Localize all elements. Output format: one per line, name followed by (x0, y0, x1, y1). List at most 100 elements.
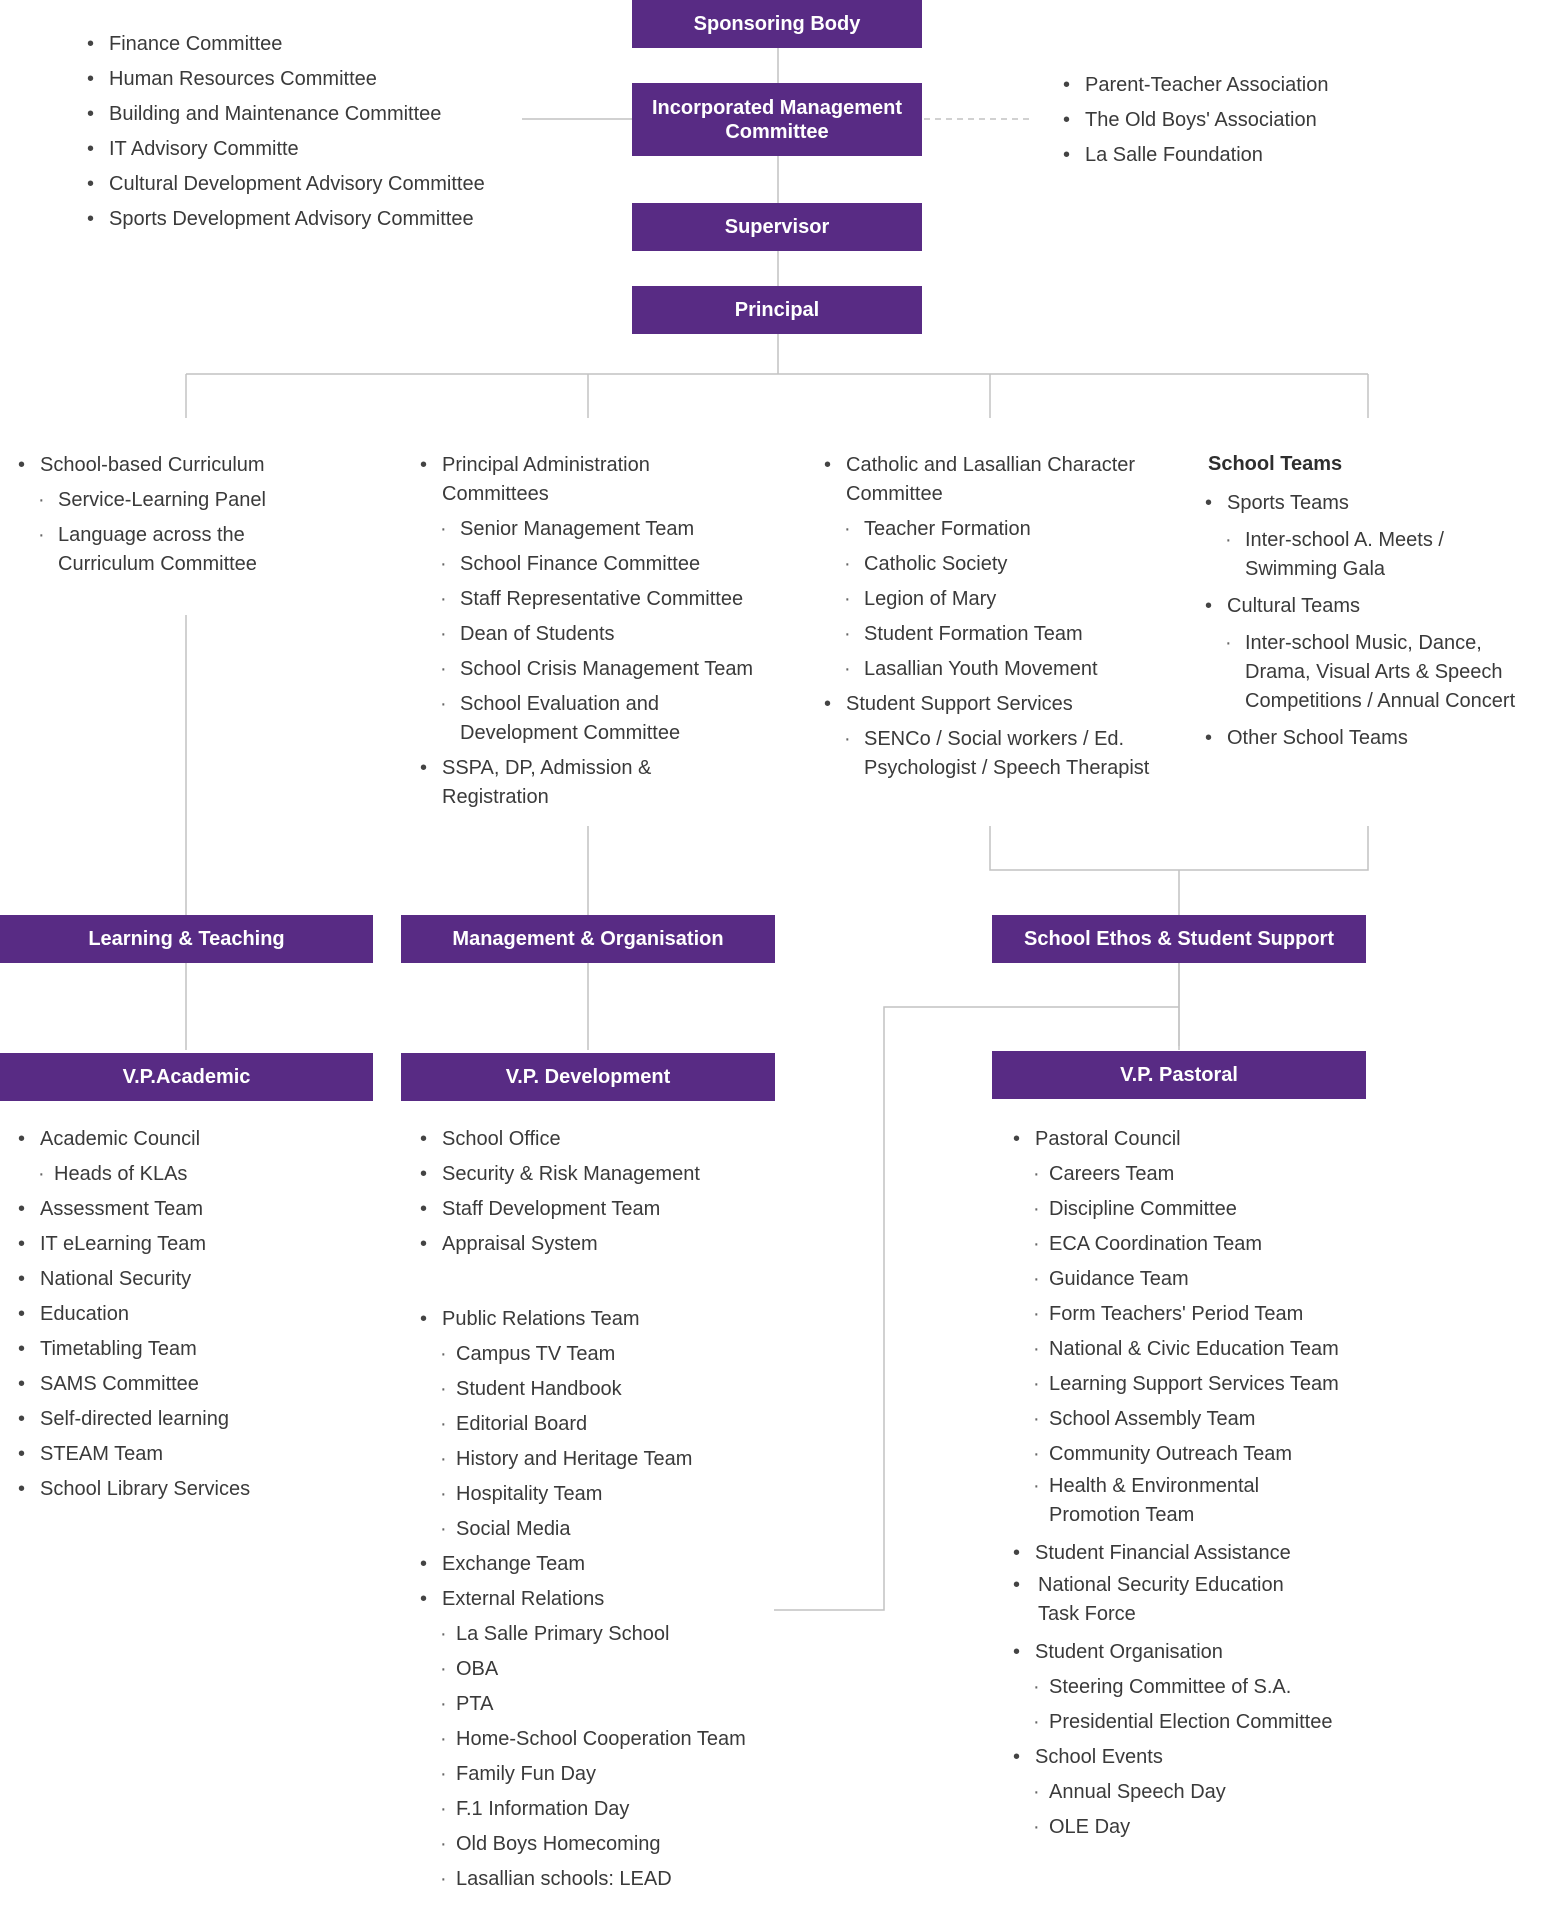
line-pastoral-link (774, 1006, 1179, 1611)
school-teams-list: Sports Teams Inter-school A. Meets / Swi… (1205, 489, 1541, 753)
list-item: Lasallian schools: LEAD (420, 1862, 760, 1897)
list-item: IT eLearning Team (18, 1227, 348, 1262)
list-item: Student Handbook (420, 1372, 760, 1407)
learning-teaching-box: Learning & Teaching (0, 915, 373, 963)
list-item: School Crisis Management Team (420, 655, 760, 684)
management-organisation-box: Management & Organisation (401, 915, 775, 963)
list-item: Sports Development Advisory Committee (87, 202, 527, 237)
catholic-character-list: Catholic and Lasallian Character Committ… (824, 451, 1164, 783)
list-item: Teacher Formation (824, 515, 1164, 544)
list-item: Family Fun Day (420, 1757, 760, 1792)
list-item: Community Outreach Team (1013, 1437, 1363, 1472)
list-item: Form Teachers' Period Team (1013, 1297, 1363, 1332)
list-item: National & Civic Education Team (1013, 1332, 1363, 1367)
list-item: La Salle Primary School (420, 1617, 760, 1652)
list-item: Home-School Cooperation Team (420, 1722, 760, 1757)
list-item: Old Boys Homecoming (420, 1827, 760, 1862)
school-ethos-box: School Ethos & Student Support (992, 915, 1366, 963)
list-item: Steering Committee of S.A. (1013, 1670, 1363, 1705)
list-item: OLE Day (1013, 1810, 1363, 1845)
list-item: Discipline Committee (1013, 1192, 1363, 1227)
list-item: SENCo / Social workers / Ed. Psychologis… (824, 725, 1154, 783)
list-item: Learning Support Services Team (1013, 1367, 1363, 1402)
line-col34-merge (989, 826, 1369, 871)
list-item: School Office (420, 1122, 760, 1157)
sponsoring-body-box: Sponsoring Body (632, 0, 922, 48)
list-item: School Events (1013, 1740, 1363, 1775)
list-item: External Relations (420, 1582, 760, 1617)
list-item: PTA (420, 1687, 760, 1722)
list-item: Education (18, 1297, 348, 1332)
list-item: Self-directed learning (18, 1402, 348, 1437)
list-item: Sports Teams (1205, 489, 1541, 518)
list-item: Inter-school Music, Dance, Drama, Visual… (1205, 629, 1541, 716)
list-item: SAMS Committee (18, 1367, 348, 1402)
list-item: Cultural Teams (1205, 592, 1541, 621)
list-item: Language across the Curriculum Committee (18, 521, 278, 579)
list-item: Social Media (420, 1512, 760, 1547)
imc-box: Incorporated Management Committee (632, 83, 922, 156)
list-item: Catholic Society (824, 550, 1164, 579)
list-item: Catholic and Lasallian Character Committ… (824, 451, 1136, 509)
list-item: Student Support Services (824, 690, 1164, 719)
list-item: Human Resources Committee (87, 62, 527, 97)
list-item: History and Heritage Team (420, 1442, 760, 1477)
vp-development-box: V.P. Development (401, 1053, 775, 1101)
list-item: Other School Teams (1205, 724, 1541, 753)
list-item: F.1 Information Day (420, 1792, 760, 1827)
list-item: Senior Management Team (420, 515, 760, 544)
supervisor-box: Supervisor (632, 203, 922, 251)
list-item: Legion of Mary (824, 585, 1164, 614)
list-item: Student Formation Team (824, 620, 1164, 649)
list-item: Inter-school A. Meets / Swimming Gala (1205, 526, 1505, 584)
list-item: School Evaluation and Development Commit… (420, 690, 700, 748)
curriculum-list: School-based Curriculum Service-Learning… (18, 451, 278, 579)
list-item: Dean of Students (420, 620, 760, 649)
list-item: Security & Risk Management (420, 1157, 760, 1192)
list-item: Parent-Teacher Association (1063, 68, 1383, 103)
principal-admin-list: Principal Administration Committees Seni… (420, 451, 760, 812)
list-item: Guidance Team (1013, 1262, 1363, 1297)
list-item: Appraisal System (420, 1227, 760, 1262)
list-item: Student Organisation (1013, 1635, 1363, 1670)
list-item: School Assembly Team (1013, 1402, 1363, 1437)
list-item: OBA (420, 1652, 760, 1687)
list-item: Service-Learning Panel (18, 486, 278, 515)
list-item: Principal Administration Committees (420, 451, 760, 509)
list-item: Editorial Board (420, 1407, 760, 1442)
list-item: National Security (18, 1262, 348, 1297)
list-item: Staff Development Team (420, 1192, 760, 1227)
list-item: Assessment Team (18, 1192, 348, 1227)
list-item: Exchange Team (420, 1547, 760, 1582)
list-item: Academic Council (18, 1122, 348, 1157)
list-item: Pastoral Council (1013, 1122, 1363, 1157)
list-item: Student Financial Assistance (1013, 1536, 1363, 1571)
list-item: Public Relations Team (420, 1302, 760, 1337)
list-item: The Old Boys' Association (1063, 103, 1383, 138)
vp-academic-box: V.P.Academic (0, 1053, 373, 1101)
list-item: Presidential Election Committee (1013, 1705, 1363, 1740)
list-item: IT Advisory Committe (87, 132, 527, 167)
list-item: Lasallian Youth Movement (824, 655, 1164, 684)
list-item: Health & Environmental Promotion Team (1013, 1472, 1289, 1530)
list-item: School Finance Committee (420, 550, 760, 579)
list-item: Finance Committee (87, 27, 527, 62)
list-item: Staff Representative Committee (420, 585, 760, 614)
list-item: Careers Team (1013, 1157, 1363, 1192)
list-item: Building and Maintenance Committee (87, 97, 527, 132)
principal-box: Principal (632, 286, 922, 334)
academic-list: Academic Council Heads of KLAs Assessmen… (18, 1122, 348, 1507)
list-item: Hospitality Team (420, 1477, 760, 1512)
list-item: School Library Services (18, 1472, 348, 1507)
list-item: Timetabling Team (18, 1332, 348, 1367)
associations-list: Parent-Teacher Association The Old Boys'… (1063, 68, 1383, 173)
development-list: School Office Security & Risk Management… (420, 1122, 760, 1897)
vp-pastoral-box: V.P. Pastoral (992, 1051, 1366, 1099)
list-item: STEAM Team (18, 1437, 348, 1472)
school-teams-heading: School Teams (1208, 453, 1343, 475)
list-item: National Security Education Task Force (1013, 1571, 1318, 1629)
list-item: SSPA, DP, Admission & Registration (420, 754, 760, 812)
list-item: ECA Coordination Team (1013, 1227, 1363, 1262)
list-item: Annual Speech Day (1013, 1775, 1363, 1810)
